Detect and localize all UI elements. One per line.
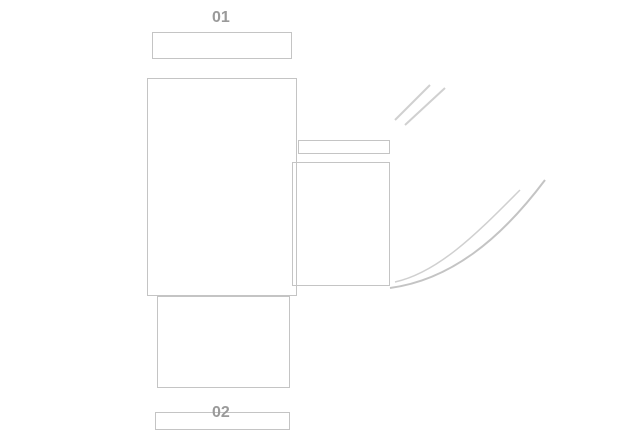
bottom-label-box [155,412,290,430]
top-label-box [152,32,292,59]
left-panel-upper [147,78,297,296]
step-label-02: 02 [212,404,230,421]
curve-arrow [389,179,546,289]
curve-arrow-inner [394,189,521,283]
center-tab [298,140,390,154]
left-panel-lower [157,296,290,388]
center-panel [292,162,390,286]
hatch-mark [394,84,446,126]
step-label-01: 01 [212,9,230,26]
